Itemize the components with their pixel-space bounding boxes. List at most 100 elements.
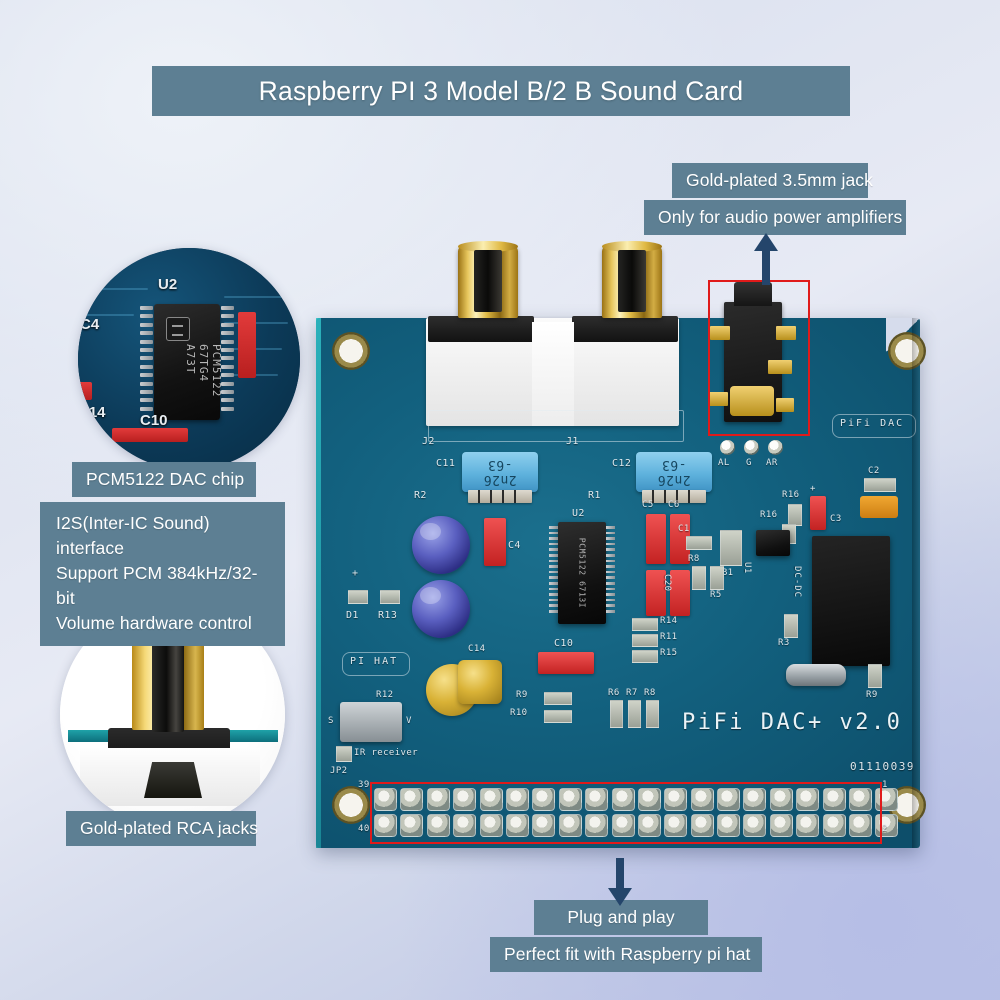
callout-perfect-fit: Perfect fit with Raspberry pi hat <box>490 937 762 972</box>
gpio-pin[interactable] <box>374 788 397 811</box>
capacitor-c14b <box>458 660 502 704</box>
gpio-pin-row-bottom[interactable] <box>374 814 902 837</box>
silk-ref-jp2: JP2 <box>330 766 348 776</box>
capacitor-c20 <box>810 496 826 530</box>
gpio-pin[interactable] <box>664 814 688 837</box>
gpio-pin[interactable] <box>505 814 529 837</box>
smd-resistor-r3 <box>710 566 724 590</box>
tantalum-capacitor <box>670 570 690 616</box>
magnified-red-capacitor <box>238 312 256 378</box>
silk-ref-r15: R15 <box>660 648 678 658</box>
silk-ref-r9: R9 <box>516 690 528 700</box>
mounting-hole <box>332 786 370 824</box>
gpio-pin[interactable] <box>426 788 450 811</box>
gpio-pin[interactable] <box>822 814 846 837</box>
gpio-pin-number-40: 40 <box>358 824 370 834</box>
gpio-pin[interactable] <box>374 814 397 837</box>
gpio-pin[interactable] <box>558 788 582 811</box>
gpio-header-40pin[interactable] <box>368 784 899 840</box>
gpio-pin[interactable] <box>717 788 741 811</box>
gpio-pin[interactable] <box>611 814 635 837</box>
gpio-pin[interactable] <box>453 814 477 837</box>
regulator-ic-u1 <box>756 530 790 556</box>
silk-ref-r7: R8 <box>688 554 700 564</box>
gpio-pin[interactable] <box>400 788 424 811</box>
magnified-ref-c14: C14 <box>78 404 106 421</box>
silk-ref-r3: R5 <box>710 590 722 600</box>
silk-label-dcdc: DC-DC <box>792 566 802 599</box>
film-capacitor-c12: 2n26-63 <box>636 452 712 492</box>
gpio-pin[interactable] <box>796 788 820 811</box>
silk-ref-c12: C12 <box>612 458 632 469</box>
tactile-switch[interactable] <box>340 702 402 742</box>
magnified-ref-u2: U2 <box>158 276 178 293</box>
rca-jack-black-plate <box>572 316 678 342</box>
gpio-pin[interactable] <box>611 788 635 811</box>
film-capacitor-c11: 2n26-63 <box>462 452 538 492</box>
rca-jack-black-plate <box>428 316 534 342</box>
smd-pad-c3 <box>864 478 896 492</box>
cap-marking: 2n26-63 <box>483 457 517 487</box>
silk-ref-c14: C14 <box>468 644 486 654</box>
gpio-pin[interactable] <box>637 788 661 811</box>
smd-resistor-r14 <box>632 618 658 631</box>
gpio-pin[interactable] <box>505 788 529 811</box>
page-title: Raspberry PI 3 Model B/2 B Sound Card <box>258 75 744 106</box>
gpio-pin[interactable] <box>479 814 503 837</box>
gpio-pin[interactable] <box>717 814 741 837</box>
pifi-dac-badge-text: PiFi DAC <box>840 418 905 429</box>
silk-ref-j2: J2 <box>422 436 435 447</box>
magnified-jack-bore <box>152 640 184 732</box>
silk-ref-c5: C5 <box>642 500 654 510</box>
mounting-hole <box>332 332 370 370</box>
audio-jack-3p5mm[interactable] <box>708 302 796 422</box>
rca-center-divider <box>532 322 574 426</box>
gpio-pin[interactable] <box>664 788 688 811</box>
gpio-pin-row-top[interactable] <box>374 788 902 811</box>
gpio-pin[interactable] <box>690 814 714 837</box>
gpio-pin[interactable] <box>532 788 556 811</box>
rca-jack-gold-right <box>602 241 662 318</box>
gpio-pin[interactable] <box>769 788 793 811</box>
gpio-pin[interactable] <box>479 788 503 811</box>
magnified-ref-c4: C4 <box>80 316 100 333</box>
silk-ref-u1: U1 <box>742 562 752 574</box>
gpio-pin[interactable] <box>822 788 846 811</box>
silk-ref-c20: C3 <box>830 514 842 524</box>
gpio-pin[interactable] <box>453 788 477 811</box>
callout-audio-power-amplifiers: Only for audio power amplifiers <box>644 200 906 235</box>
gpio-pin[interactable] <box>743 788 767 811</box>
gpio-pin[interactable] <box>532 814 556 837</box>
gpio-pin[interactable] <box>743 814 767 837</box>
pcb-board: J2 J1 2n26-63 2n26-63 C11 C12 R2 R1 + D1… <box>316 241 926 848</box>
gpio-pin[interactable] <box>690 788 714 811</box>
audio-jack-highlight-box <box>708 280 810 436</box>
gpio-pin-number-2: 2 <box>882 824 888 834</box>
arrow-to-audio-jack <box>754 233 778 285</box>
callout-gold-plated-jack: Gold-plated 3.5mm jack <box>672 163 873 198</box>
gpio-pin[interactable] <box>426 814 450 837</box>
silk-ref-r10: R10 <box>510 708 528 718</box>
gpio-pin[interactable] <box>769 814 793 837</box>
gpio-pin[interactable] <box>400 814 424 837</box>
gpio-pin[interactable] <box>558 814 582 837</box>
gpio-pin[interactable] <box>796 814 820 837</box>
gpio-pin[interactable] <box>585 814 609 837</box>
smd-resistor-r13 <box>380 590 400 604</box>
smd-capacitor-c1 <box>784 614 798 638</box>
silk-plus-marker: + <box>352 568 359 579</box>
jumper-jp2[interactable] <box>336 746 352 762</box>
gpio-pin[interactable] <box>849 788 873 811</box>
board-serial-silkscreen: 01110039 <box>850 760 915 773</box>
smd-capacitor-c2 <box>686 536 712 550</box>
gpio-pin[interactable] <box>849 814 873 837</box>
dc-dc-converter-module <box>812 536 890 666</box>
gpio-pin[interactable] <box>637 814 661 837</box>
magnified-gold-tab <box>144 762 202 798</box>
silk-ref-r5: R7 <box>626 688 638 698</box>
gpio-pin[interactable] <box>585 788 609 811</box>
magnified-smd <box>78 382 92 400</box>
callout-pcm5122-dac-chip: PCM5122 DAC chip <box>72 462 256 497</box>
